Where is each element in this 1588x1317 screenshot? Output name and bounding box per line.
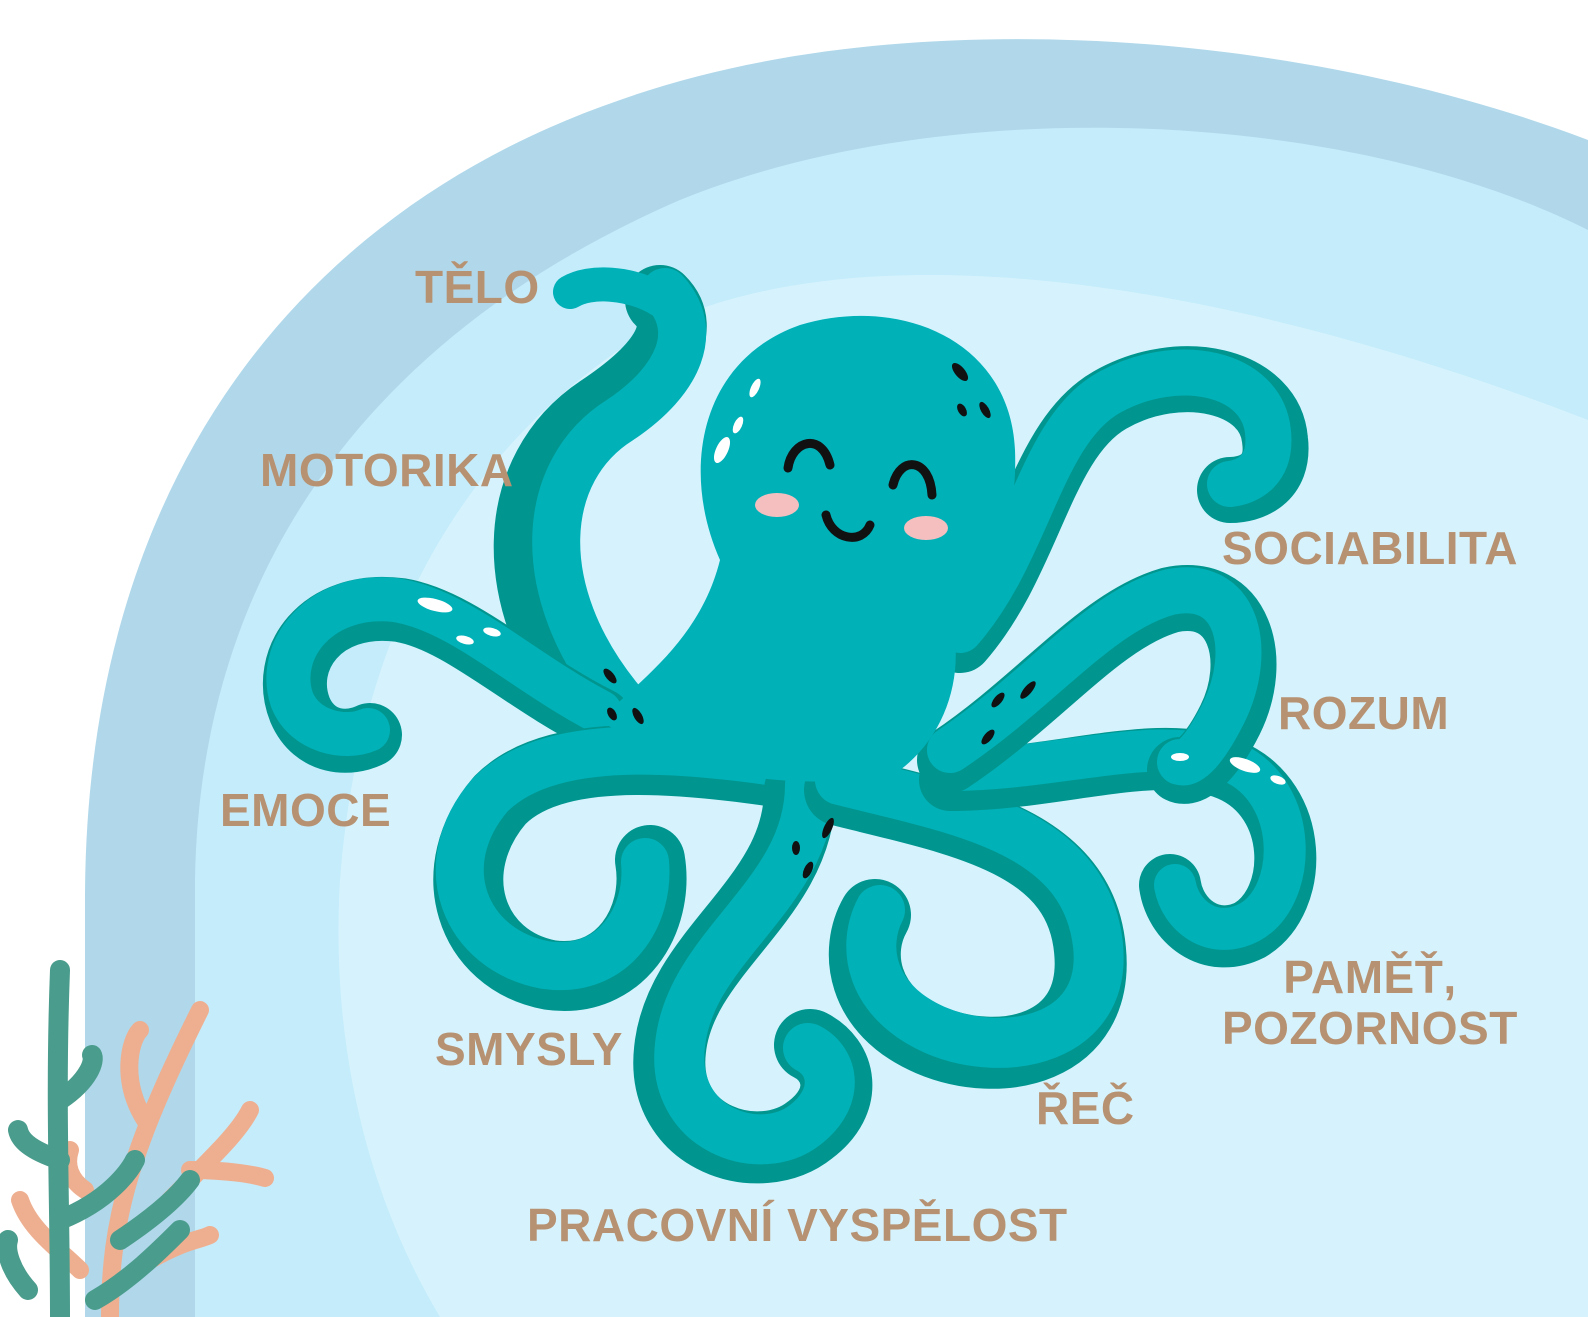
right-cheek	[904, 516, 948, 540]
label-sociabilita: SOCIABILITA	[1222, 523, 1518, 574]
label-rec: ŘEČ	[1036, 1083, 1135, 1134]
label-pamet-line1: PAMĚŤ,	[1222, 952, 1518, 1003]
label-telo: TĚLO	[415, 262, 540, 313]
label-smysly: SMYSLY	[435, 1024, 623, 1075]
label-pracovni-vyspelost: PRACOVNÍ VYSPĚLOST	[527, 1200, 1068, 1251]
label-emoce: EMOCE	[220, 785, 391, 836]
label-motorika: MOTORIKA	[260, 445, 514, 496]
label-pamet-pozornost: PAMĚŤ, POZORNOST	[1222, 952, 1518, 1053]
label-rozum: ROZUM	[1278, 688, 1449, 739]
label-pamet-line2: POZORNOST	[1222, 1003, 1518, 1054]
left-cheek	[755, 493, 799, 517]
